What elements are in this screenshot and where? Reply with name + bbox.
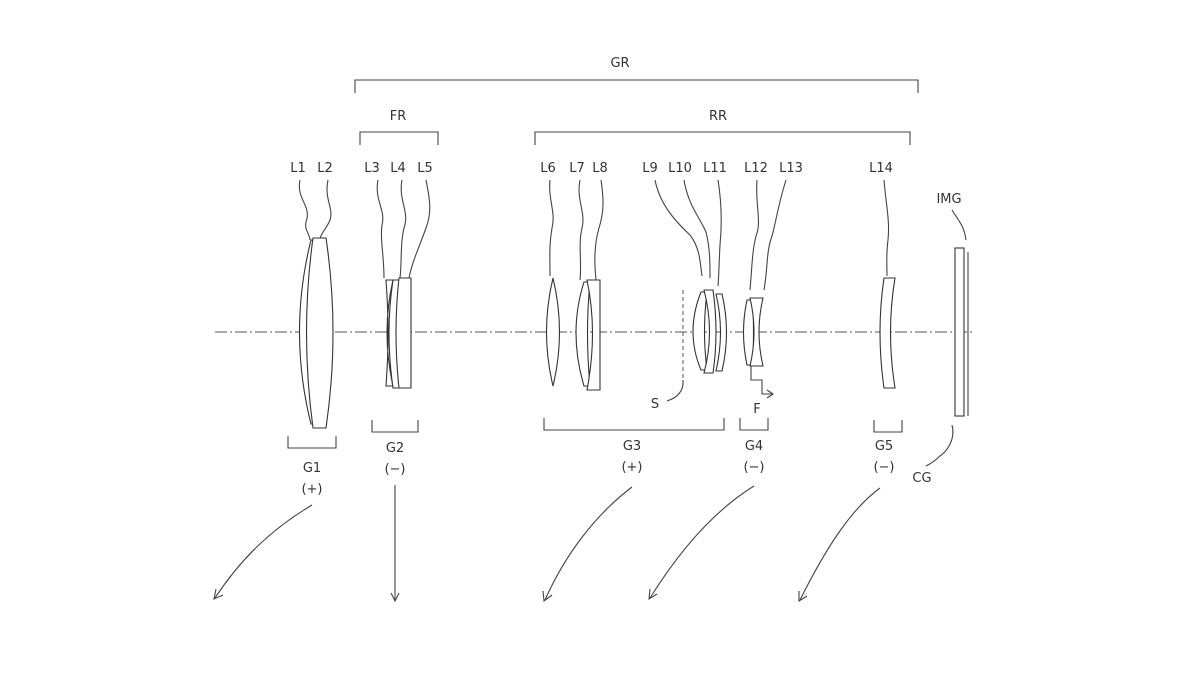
bracket-gr bbox=[354, 79, 919, 93]
leader-l5 bbox=[408, 179, 431, 279]
bracket-g4 bbox=[739, 418, 769, 431]
label-l12: L12 bbox=[744, 161, 768, 176]
label-g5-sign: (−) bbox=[873, 460, 894, 475]
leader-s bbox=[666, 379, 684, 402]
label-img: IMG bbox=[936, 192, 961, 207]
label-fr: FR bbox=[390, 109, 407, 124]
label-l1: L1 bbox=[290, 161, 306, 176]
leader-l7 bbox=[578, 179, 584, 281]
leader-l8 bbox=[594, 179, 604, 281]
leader-l14 bbox=[883, 179, 890, 277]
label-g3: G3 bbox=[623, 439, 641, 454]
movement-trajectories bbox=[213, 485, 881, 603]
label-l6: L6 bbox=[540, 161, 556, 176]
label-l5: L5 bbox=[417, 161, 433, 176]
bracket-rr bbox=[534, 131, 911, 145]
label-l11: L11 bbox=[703, 161, 727, 176]
label-g5: G5 bbox=[875, 439, 893, 454]
lens-l10 bbox=[703, 289, 717, 374]
leader-img bbox=[951, 209, 967, 241]
lens-l6 bbox=[546, 277, 560, 387]
label-g2-sign: (−) bbox=[384, 462, 405, 477]
cover-glass bbox=[954, 247, 965, 417]
leader-cg bbox=[925, 424, 954, 467]
leader-l1 bbox=[298, 179, 311, 241]
label-l4: L4 bbox=[390, 161, 406, 176]
label-g1: G1 bbox=[303, 461, 321, 476]
label-l14: L14 bbox=[869, 161, 893, 176]
leader-l3 bbox=[376, 179, 385, 279]
label-l13: L13 bbox=[779, 161, 803, 176]
focus-arrow-head bbox=[766, 389, 774, 399]
lens-l8 bbox=[586, 279, 601, 391]
bracket-g2 bbox=[371, 420, 419, 433]
bracket-g3 bbox=[543, 418, 725, 431]
leader-l4 bbox=[399, 179, 407, 279]
label-g2: G2 bbox=[386, 441, 404, 456]
trajectory-g1-head bbox=[213, 588, 224, 600]
label-rr: RR bbox=[709, 109, 727, 124]
leader-l9 bbox=[654, 179, 703, 277]
label-g3-sign: (+) bbox=[621, 460, 642, 475]
label-l8: L8 bbox=[592, 161, 608, 176]
lens-l14 bbox=[879, 277, 896, 389]
lens-l7 bbox=[575, 281, 591, 387]
label-s: S bbox=[651, 397, 659, 412]
label-cg: CG bbox=[912, 471, 931, 486]
trajectory-g2-head bbox=[390, 592, 400, 603]
label-gr: GR bbox=[610, 56, 629, 71]
lens-l13 bbox=[749, 297, 764, 367]
label-g4-sign: (−) bbox=[743, 460, 764, 475]
bracket-fr bbox=[359, 131, 439, 145]
leader-l11 bbox=[717, 179, 722, 287]
leader-l2 bbox=[319, 179, 332, 241]
leader-l6 bbox=[549, 179, 554, 277]
label-l2: L2 bbox=[317, 161, 333, 176]
leader-l13 bbox=[763, 179, 787, 291]
trajectory-g4 bbox=[649, 485, 755, 599]
trajectory-g3-head bbox=[542, 590, 553, 603]
label-g1-sign: (+) bbox=[301, 482, 322, 497]
label-f: F bbox=[753, 402, 760, 417]
trajectory-g3 bbox=[544, 486, 633, 601]
trajectory-g4-head bbox=[648, 588, 658, 601]
lens-l5 bbox=[395, 277, 412, 389]
trajectory-g5 bbox=[799, 487, 881, 601]
label-g4: G4 bbox=[745, 439, 763, 454]
bracket-g5 bbox=[873, 420, 903, 433]
lens-l11 bbox=[715, 293, 727, 372]
trajectory-g1 bbox=[214, 504, 313, 599]
label-l3: L3 bbox=[364, 161, 380, 176]
leader-lines bbox=[298, 179, 967, 291]
trajectory-g5-head bbox=[798, 591, 808, 602]
label-l10: L10 bbox=[668, 161, 692, 176]
leader-l12 bbox=[749, 179, 759, 291]
lens-l9 bbox=[692, 291, 708, 371]
label-l9: L9 bbox=[642, 161, 658, 176]
focus-arrow bbox=[750, 366, 772, 395]
lens-l2 bbox=[305, 237, 334, 429]
label-l7: L7 bbox=[569, 161, 585, 176]
leader-l10 bbox=[683, 179, 711, 279]
bracket-g1 bbox=[287, 436, 337, 449]
